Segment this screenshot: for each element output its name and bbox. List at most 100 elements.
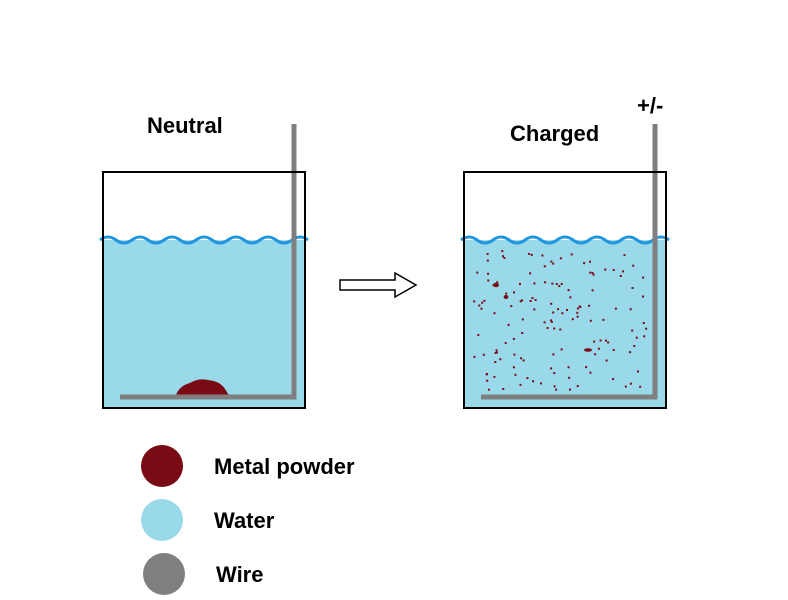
- metal-particle: [485, 373, 488, 376]
- metal-particle: [561, 312, 564, 315]
- metal-particle: [473, 355, 476, 358]
- metal-particle: [526, 377, 529, 380]
- metal-particle: [588, 304, 591, 307]
- metal-particle: [530, 253, 533, 256]
- metal-particle: [550, 302, 553, 305]
- metal-particle: [501, 250, 504, 253]
- charged-wire: [481, 124, 658, 400]
- metal-particle: [637, 370, 639, 373]
- metal-particle: [544, 281, 547, 284]
- metal-particle: [607, 341, 610, 344]
- charged-container: [463, 171, 667, 409]
- metal-particle: [558, 285, 561, 288]
- metal-particle: [619, 275, 622, 277]
- metal-particle: [629, 382, 632, 385]
- metal-particle: [585, 366, 588, 369]
- metal-particle: [510, 305, 513, 308]
- metal-particle: [645, 327, 648, 330]
- metal-particle: [568, 376, 571, 379]
- metal-particle: [496, 281, 499, 284]
- metal-particle: [589, 260, 591, 263]
- metal-particle: [514, 373, 517, 376]
- metal-particle: [629, 351, 632, 354]
- metal-particle: [493, 375, 496, 378]
- metal-particle: [486, 252, 489, 255]
- metal-particle: [589, 371, 592, 374]
- metal-particle: [639, 385, 642, 388]
- neutral-water: [103, 240, 305, 407]
- metal-particle: [642, 295, 644, 298]
- neutral-title: Neutral: [147, 113, 223, 138]
- legend: Metal powder Water Wire: [141, 445, 355, 595]
- metal-particle: [635, 336, 638, 339]
- metal-particle: [513, 353, 516, 356]
- metal-particle: [552, 262, 555, 265]
- neutral-metal-pile: [175, 379, 231, 398]
- legend-label-wire: Wire: [216, 562, 263, 587]
- metal-particle: [478, 304, 481, 307]
- metal-particle: [576, 307, 579, 310]
- metal-particle: [592, 273, 595, 276]
- metal-particle: [599, 339, 602, 342]
- metal-particle: [557, 308, 560, 311]
- metal-particle: [499, 358, 502, 361]
- metal-particle: [550, 367, 553, 370]
- metal-particle: [550, 319, 552, 322]
- metal-particle: [551, 282, 554, 285]
- metal-particle: [553, 327, 556, 330]
- metal-particle: [512, 337, 515, 340]
- metal-particle: [605, 339, 607, 342]
- metal-particle: [560, 282, 563, 285]
- metal-particle: [487, 279, 490, 282]
- dispersed-metal-particles: [473, 250, 648, 398]
- metal-particle: [594, 353, 597, 356]
- metal-particle: [495, 351, 498, 354]
- metal-particle: [473, 300, 476, 303]
- transition-arrow: [339, 271, 418, 299]
- metal-particle: [494, 361, 497, 363]
- metal-particle: [559, 257, 562, 260]
- metal-particle: [552, 311, 555, 314]
- metal-particle: [604, 268, 607, 271]
- metal-particle: [559, 328, 562, 331]
- metal-particle: [481, 301, 484, 304]
- metal-particle: [589, 271, 592, 274]
- metal-particle: [569, 388, 571, 391]
- metal-particle: [567, 289, 570, 292]
- legend-label-metal-powder: Metal powder: [214, 454, 355, 479]
- metal-particle: [550, 260, 553, 263]
- charged-title: Charged: [510, 121, 599, 146]
- legend-swatch-water: [141, 499, 183, 541]
- metal-particle: [583, 262, 586, 265]
- metal-particle: [570, 253, 573, 256]
- metal-particle: [622, 270, 625, 273]
- metal-particle: [519, 283, 521, 286]
- metal-particle: [477, 334, 480, 337]
- metal-particle: [589, 319, 592, 322]
- metal-particle: [486, 259, 489, 262]
- neutral-wire: [120, 124, 297, 400]
- metal-particle: [543, 321, 546, 324]
- metal-particle: [631, 287, 634, 289]
- metal-particle: [602, 318, 605, 321]
- metal-particle: [555, 283, 558, 285]
- metal-particle: [643, 335, 646, 338]
- metal-particle: [569, 296, 572, 299]
- metal-particle: [633, 344, 636, 347]
- metal-particle: [642, 276, 645, 279]
- metal-particle: [567, 366, 570, 369]
- metal-particle: [612, 378, 615, 381]
- metal-particle: [576, 311, 579, 314]
- metal-particle-cluster: [503, 295, 509, 299]
- metal-particle: [533, 308, 536, 311]
- metal-particle: [494, 352, 497, 354]
- metal-particle: [540, 382, 542, 385]
- metal-particle: [504, 342, 507, 345]
- metal-particle: [513, 291, 515, 294]
- metal-particle: [550, 320, 553, 323]
- metal-particle: [612, 349, 615, 352]
- metal-particle: [623, 254, 626, 257]
- metal-particle: [555, 388, 558, 391]
- metal-particle: [591, 272, 594, 275]
